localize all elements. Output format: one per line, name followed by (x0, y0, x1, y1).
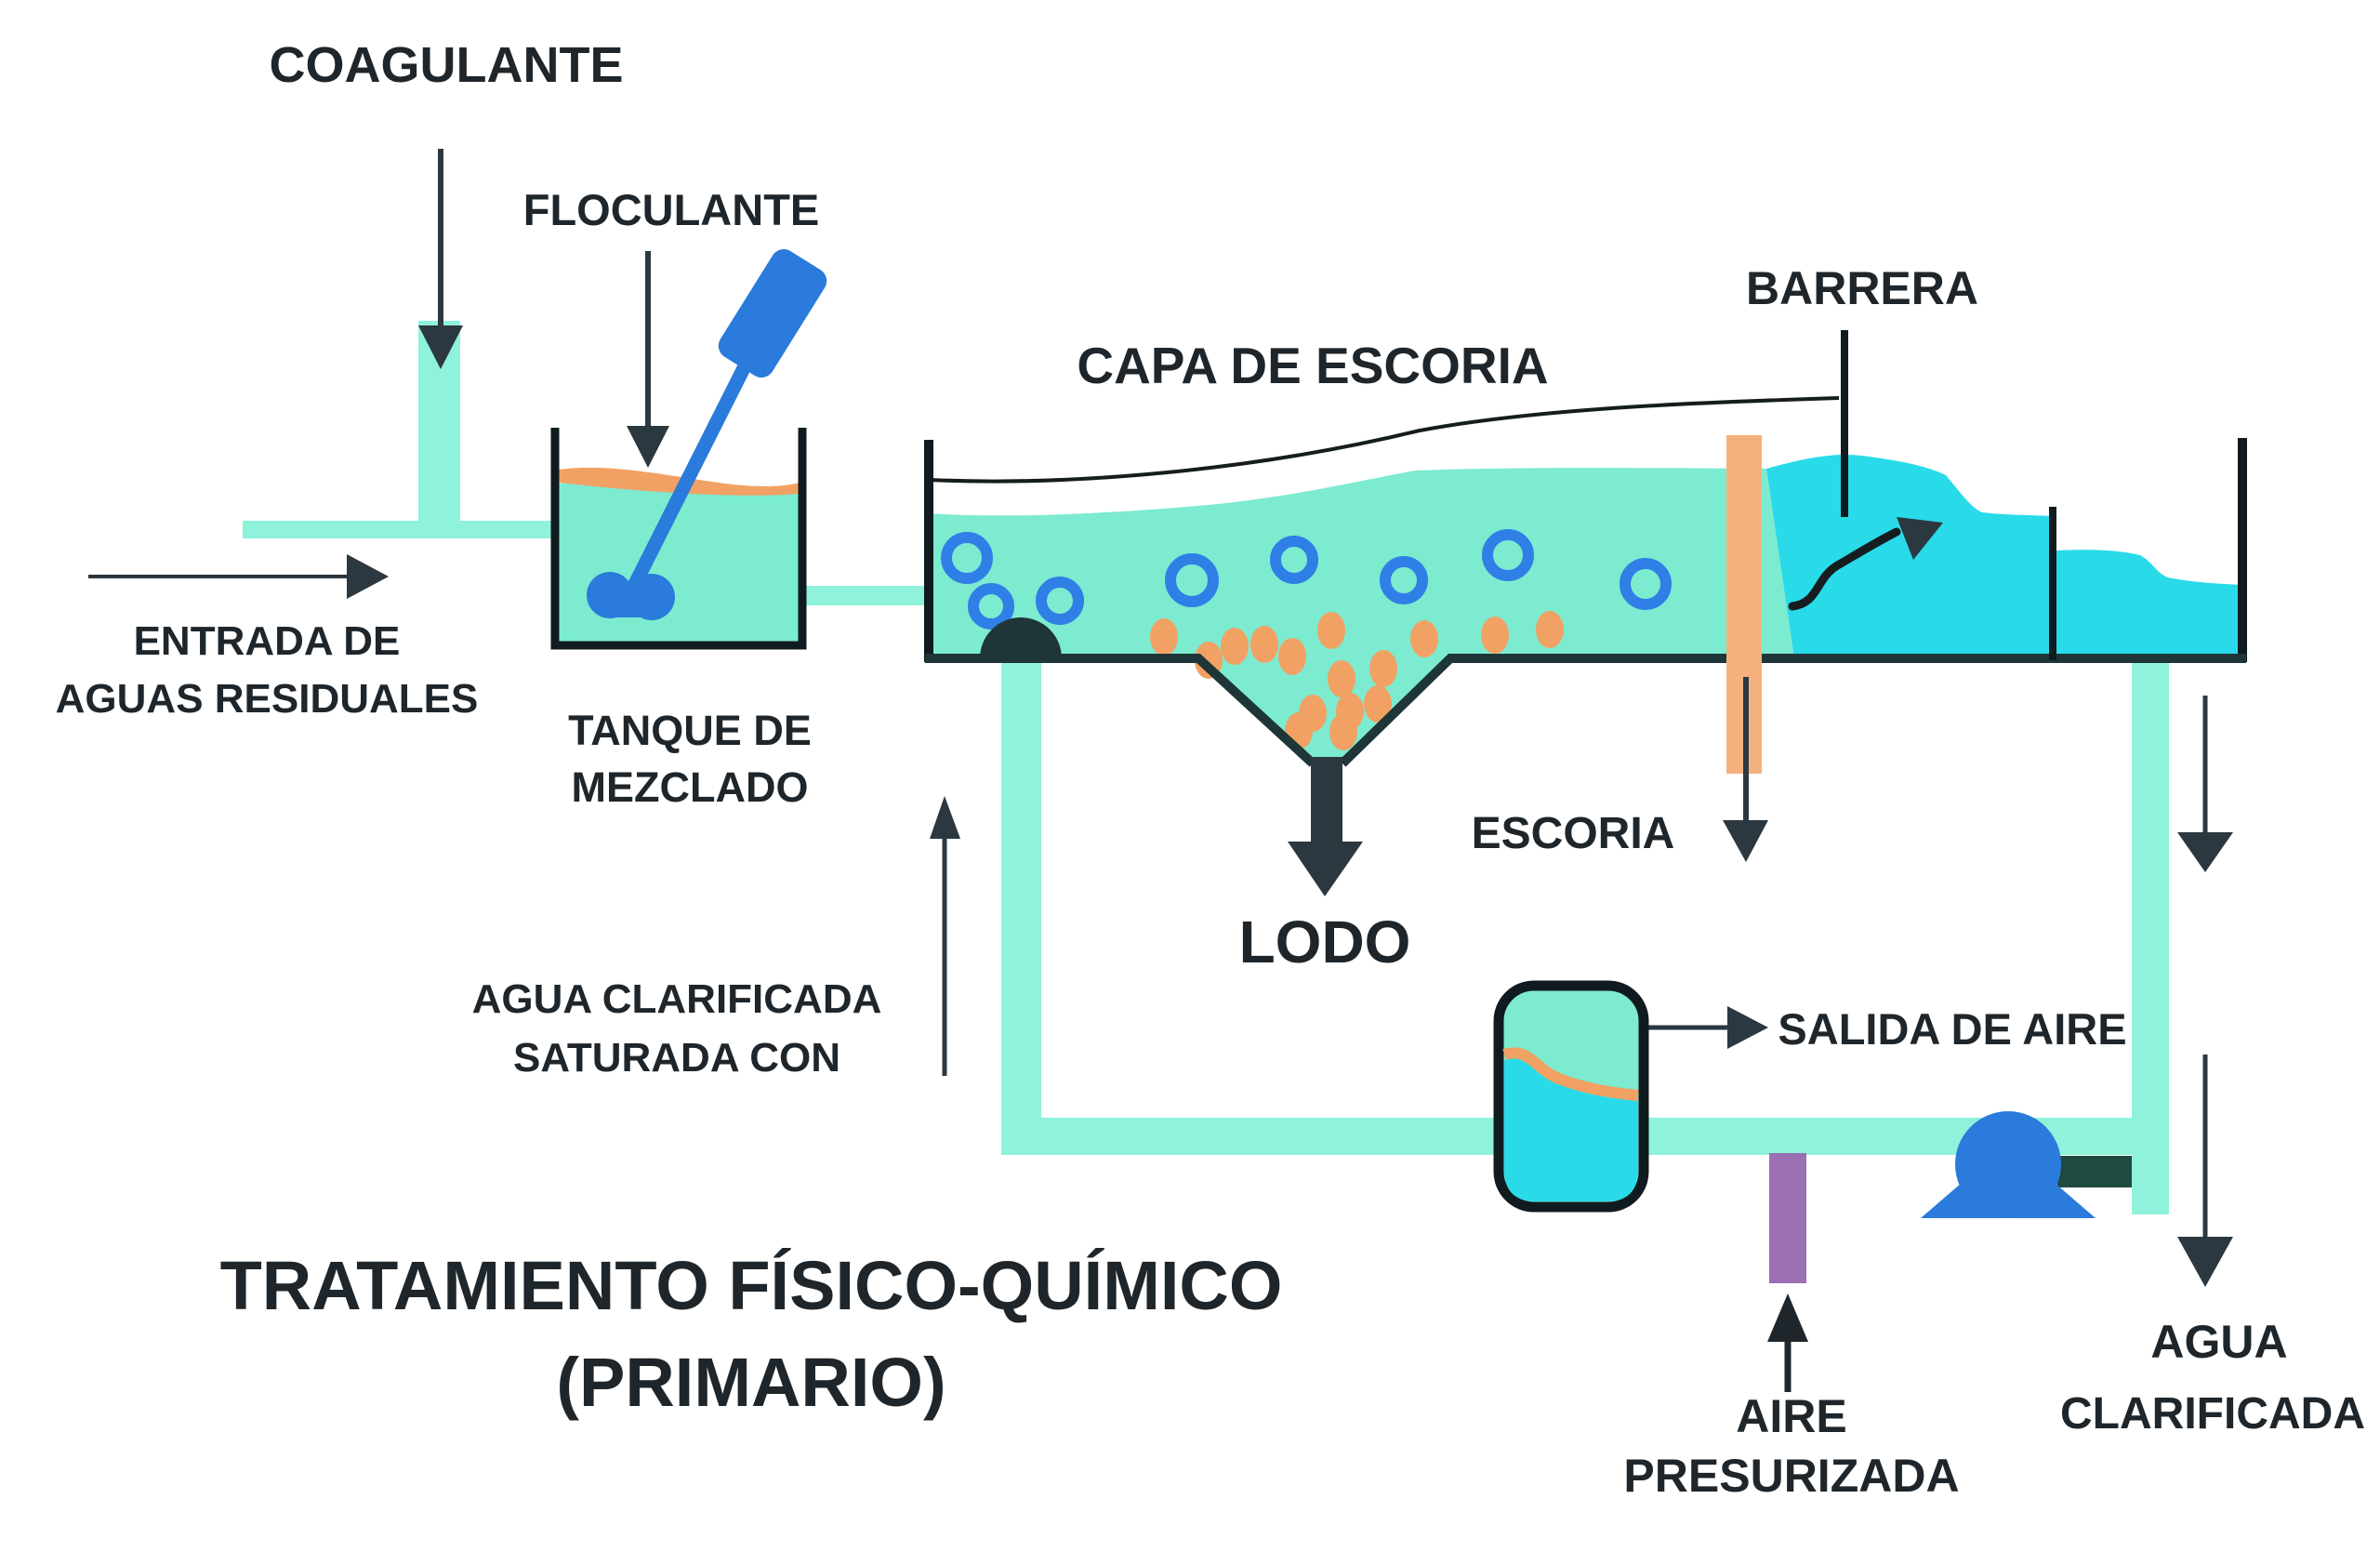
air-bubbles (941, 529, 1672, 630)
label-escoria: ESCORIA (1472, 809, 1675, 858)
pump-outlet-block (2057, 1156, 2132, 1187)
air-outlet-arrow-head (1727, 1006, 1768, 1049)
stirrer-motor (718, 248, 827, 378)
air-bubble (1620, 558, 1672, 610)
floc-particle (1250, 626, 1278, 663)
flotation-tank-water-mint (929, 468, 1794, 763)
stirrer-shaft (628, 355, 754, 591)
floc-particle (1328, 660, 1355, 697)
clarified-arrow2-head (2177, 1237, 2233, 1287)
floc-particle (1278, 638, 1306, 675)
air-bubble (941, 532, 993, 584)
clarified-arrow1-head (2177, 832, 2233, 872)
air-up-arrow-head (1767, 1293, 1808, 1342)
air-bubble (1270, 536, 1318, 584)
label-agua-line1: AGUA (2150, 1316, 2287, 1368)
saturated-up-arrow-head (930, 796, 960, 839)
label-entrada-line1: ENTRADA DE (134, 618, 401, 664)
air-inlet-bar (1769, 1153, 1806, 1283)
lodo-spout (1311, 757, 1342, 844)
label-agua-sat-line1: AGUA CLARIFICADA (472, 976, 882, 1022)
floc-particle (1150, 618, 1178, 656)
floc-particle (1481, 617, 1509, 654)
clarified-riser-pipe (2132, 662, 2169, 1214)
label-entrada-line2: AGUAS RESIDUALES (56, 676, 479, 722)
weir-arrow-curve (1788, 527, 1901, 611)
floc-particle (1410, 620, 1438, 657)
air-bubble (1036, 577, 1084, 625)
scum-surface-line (928, 396, 1840, 484)
inflow-right-arrow (88, 554, 389, 599)
vessel-scum-band (1502, 1047, 1639, 1101)
clarified-out-arrow-upper (2177, 696, 2233, 872)
floc-particle (1329, 713, 1357, 750)
label-capa-escoria: CAPA DE ESCORIA (1077, 337, 1548, 394)
air-bubble (1380, 556, 1428, 604)
floc-particle (1221, 628, 1249, 665)
air-bubble (968, 583, 1014, 630)
lodo-arrow-head (1288, 842, 1363, 896)
tank-structure (924, 330, 2247, 767)
escoria-arrow-head (1723, 820, 1768, 862)
coagulant-down-arrow (418, 149, 463, 369)
recycle-downpipe (1001, 658, 1041, 1155)
page-title-line2: (PRIMARIO) (556, 1344, 945, 1421)
tank-bottom-and-hopper (925, 654, 2246, 767)
inlet-diffuser-dome (980, 617, 1062, 658)
saturated-water-up-arrow (930, 796, 960, 1076)
label-tanque-line1: TANQUE DE (568, 707, 812, 754)
page-title-line1: TRATAMIENTO FÍSICO-QUÍMICO (220, 1247, 1283, 1324)
text-labels: COAGULANTE FLOCULANTE ENTRADA DE AGUAS R… (56, 37, 2365, 1502)
air-bubble (1165, 553, 1219, 607)
floc-particle (1317, 612, 1345, 649)
clarified-compartment-water (2056, 550, 2242, 658)
lodo-outlet-arrow (1288, 757, 1363, 896)
floc-particle (1369, 650, 1397, 687)
air-bubble (1482, 529, 1534, 581)
weir-arrow-head (1897, 517, 1943, 560)
pump (1921, 1111, 2096, 1218)
floc-particle (1536, 611, 1564, 648)
weir-curved-arrow (1788, 517, 1943, 611)
label-agua-line2: CLARIFICADA (2060, 1389, 2365, 1439)
floc-particle (1364, 685, 1392, 723)
label-tanque-line2: MEZCLADO (572, 763, 809, 811)
vessel-water-cyan (1504, 1058, 1638, 1201)
saturation-vessel (1493, 980, 1649, 1213)
flocculant-arrow-head (627, 426, 669, 468)
mixing-tank-walls (550, 428, 807, 650)
floc-particles (1150, 611, 1564, 750)
stirrer (587, 248, 827, 620)
label-barrera: BARRERA (1746, 262, 1978, 314)
inlet-pipe (243, 521, 557, 538)
transfer-pipe (804, 586, 927, 605)
pump-dome (1955, 1111, 2061, 1217)
coagulant-arrow-head (418, 325, 463, 369)
flotation-tank (928, 396, 2242, 763)
label-coagulante: COAGULANTE (270, 37, 624, 93)
pressurized-air-up-arrow (1767, 1293, 1808, 1392)
flotation-tank-water-cyan (1766, 454, 2053, 658)
escoria-down-arrow (1723, 677, 1768, 862)
mixing-tank (550, 428, 807, 650)
label-floculante: FLOCULANTE (523, 185, 820, 234)
label-aire-line2: PRESURIZADA (1623, 1450, 1959, 1502)
label-lodo: LODO (1239, 908, 1411, 975)
label-salida-de-aire: SALIDA DE AIRE (1778, 1004, 2126, 1054)
stirrer-paddle-bridge (606, 604, 654, 617)
clarified-out-arrow-lower (2177, 1054, 2233, 1287)
flocculant-down-arrow (627, 251, 669, 468)
inflow-arrow-head (347, 554, 389, 599)
label-aire-line1: AIRE (1736, 1390, 1846, 1442)
label-agua-sat-line2: SATURADA CON (513, 1035, 840, 1081)
